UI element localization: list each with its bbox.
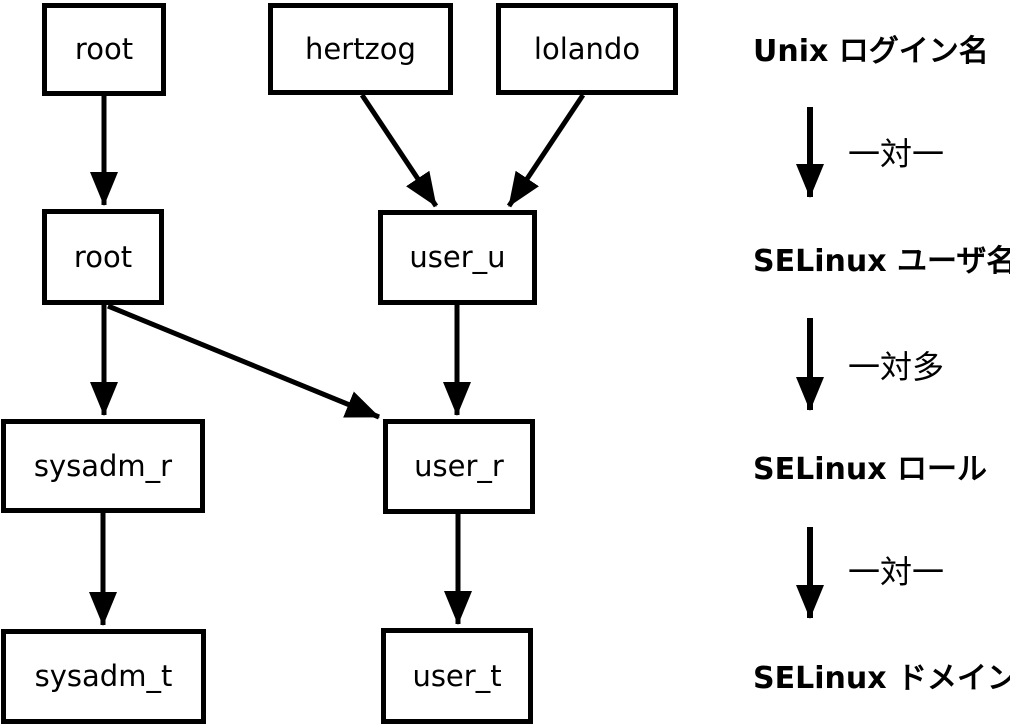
node-label: user_t [412, 658, 502, 693]
node-role-sysadm-r: sysadm_r [1, 419, 205, 513]
legend-title-selinux-domain: SELinux ドメイン [753, 661, 1010, 696]
node-role-user-r: user_r [383, 419, 535, 514]
node-unix-login-root: root [42, 3, 166, 96]
node-label: user_r [414, 449, 504, 483]
node-label: sysadm_r [33, 448, 173, 483]
edge-selinuxroot-to-userr-arrow [107, 303, 380, 420]
edge-lolando-to-useru-arrow [506, 93, 586, 208]
node-domain-user-t: user_t [381, 628, 533, 724]
node-label: hertzog [305, 31, 416, 66]
legend-label-one-to-one-1: 一対一 [848, 135, 945, 173]
legend-label-one-to-one-2: 一対一 [848, 553, 945, 591]
node-domain-sysadm-t: sysadm_t [1, 629, 206, 724]
node-label: root [73, 239, 133, 274]
node-unix-login-hertzog: hertzog [268, 3, 453, 95]
legend-title-selinux-role: SELinux ロール [753, 452, 988, 487]
legend-title-selinux-user-name: SELinux ユーザ名 [753, 244, 1010, 279]
node-label: lolando [533, 31, 641, 66]
node-label: sysadm_t [34, 659, 173, 693]
node-label: user_u [409, 240, 506, 274]
node-label: root [74, 32, 134, 66]
node-selinux-user-root: root [42, 209, 164, 305]
edge-hertzog-to-useru-arrow [359, 93, 439, 208]
node-unix-login-lolando: lolando [496, 3, 678, 95]
legend-label-one-to-many: 一対多 [848, 348, 945, 386]
node-selinux-user-user-u: user_u [378, 210, 537, 305]
legend-title-unix-login-name: Unix ログイン名 [753, 34, 989, 69]
